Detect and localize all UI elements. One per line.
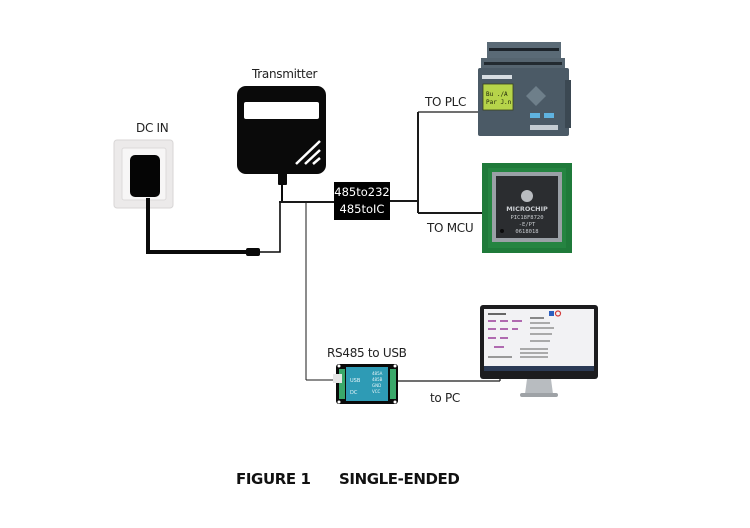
rs485-usb-label: RS485 to USB [327, 346, 407, 360]
microchip-icon: MICROCHIP PIC18F8720 -E/PT 0618018 [482, 163, 572, 253]
power-cable [146, 198, 281, 256]
monitor-icon [480, 305, 598, 397]
to-plc-label: TO PLC [425, 95, 467, 109]
svg-text:Bu ./A: Bu ./A [486, 91, 508, 98]
svg-text:PIC18F8720: PIC18F8720 [510, 215, 543, 221]
svg-text:DC: DC [350, 390, 358, 396]
transmitter-label: Transmitter [252, 67, 318, 81]
svg-text:485A: 485A [372, 371, 383, 376]
converter-line-2: 485toIC [339, 202, 385, 216]
transmitter-icon [237, 86, 326, 202]
svg-text:Par J.n: Par J.n [486, 99, 512, 106]
plc-icon: Bu ./A Par J.n [478, 42, 571, 136]
svg-text:MICROCHIP: MICROCHIP [506, 205, 548, 213]
figure-title: SINGLE-ENDED [339, 470, 460, 488]
svg-text:485B: 485B [372, 377, 383, 382]
svg-text:USB: USB [350, 378, 361, 384]
svg-text:VCC: VCC [372, 389, 381, 394]
svg-text:GND: GND [372, 383, 381, 388]
dc-in-label: DC IN [136, 121, 169, 135]
usb-converter-icon: USB DC 485A 485B GND VCC [333, 364, 398, 404]
converter-line-1: 485to232 [334, 185, 390, 199]
wall-socket-icon [113, 139, 174, 209]
svg-text:0618018: 0618018 [515, 229, 538, 235]
rs485-bus [279, 111, 501, 382]
svg-text:-E/PT: -E/PT [519, 222, 536, 228]
figure-number: FIGURE 1 [236, 470, 311, 488]
to-pc-label: to PC [430, 391, 460, 405]
to-mcu-label: TO MCU [427, 221, 474, 235]
converter-box: 485to232 485toIC [334, 182, 390, 220]
